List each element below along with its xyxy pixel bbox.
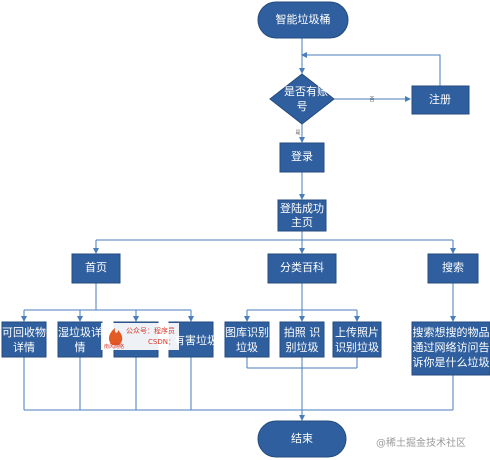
home-label: 首页 [85, 260, 107, 274]
gallery-line2: 垃圾 [236, 340, 258, 354]
search-box [427, 253, 479, 284]
end-terminal [257, 420, 347, 458]
login-box [279, 142, 325, 173]
end-label: 结束 [291, 432, 313, 445]
decision-label-line1: 是否有账 [284, 84, 328, 98]
register-label: 注册 [429, 92, 451, 106]
edges [21, 38, 456, 421]
hazardous-label: 有害垃圾 [174, 333, 218, 347]
search-label: 搜索 [442, 260, 464, 274]
stamp-top: 公众号：程序员 [126, 326, 175, 335]
wet-line1: 湿垃圾详 [58, 325, 102, 339]
login-success-line2: 主页 [291, 216, 313, 229]
flame-logo-icon [108, 328, 123, 345]
photo-line1: 拍照 识 [284, 325, 321, 339]
watermark: @稀土掘金技术社区 [376, 436, 466, 449]
upload-line2: 识别垃圾 [335, 340, 379, 354]
recyclable-line1: 可回收物 [2, 325, 46, 339]
login-success-line1: 登陆成功 [280, 201, 324, 215]
decision-label-line2: 号 [297, 100, 308, 113]
gallery-line1: 图库识别 [225, 326, 269, 339]
search-desc-line1: 搜索想搜的物品 [413, 325, 490, 339]
photo-line2: 别垃圾 [286, 340, 319, 354]
wet-line2: 情 [75, 341, 86, 354]
home-box [71, 253, 121, 284]
upload-line1: 上传照片 [335, 326, 379, 339]
start-terminal [257, 1, 349, 39]
stamp-brand: 南风网络 [104, 343, 124, 350]
recyclable-line2: 详情 [13, 340, 35, 354]
upload-box [332, 321, 382, 358]
edge-register-loop [301, 52, 441, 86]
edge-label-yes: 是 [295, 130, 300, 136]
start-label: 智能垃圾桶 [276, 12, 331, 26]
gallery-box [224, 321, 270, 358]
search-desc-line2: 通过网络访问告 [413, 340, 490, 354]
wet-box [57, 321, 103, 358]
register-box [411, 85, 470, 115]
photo-box [279, 321, 325, 358]
edge-label-no: 否 [369, 97, 374, 103]
search-desc-box [411, 321, 490, 376]
recyclable-box [1, 321, 47, 358]
decision-diamond [269, 73, 335, 125]
search-desc-line3: 诉你是什么垃圾 [413, 355, 490, 369]
login-label: 登录 [291, 149, 313, 163]
category-label: 分类百科 [280, 260, 324, 274]
stamp-overlay: 公众号：程序员 CSDN： 南风网络 [101, 323, 179, 350]
login-success-box [277, 199, 327, 232]
category-box [267, 253, 337, 284]
stamp-mid: CSDN： [148, 338, 175, 346]
